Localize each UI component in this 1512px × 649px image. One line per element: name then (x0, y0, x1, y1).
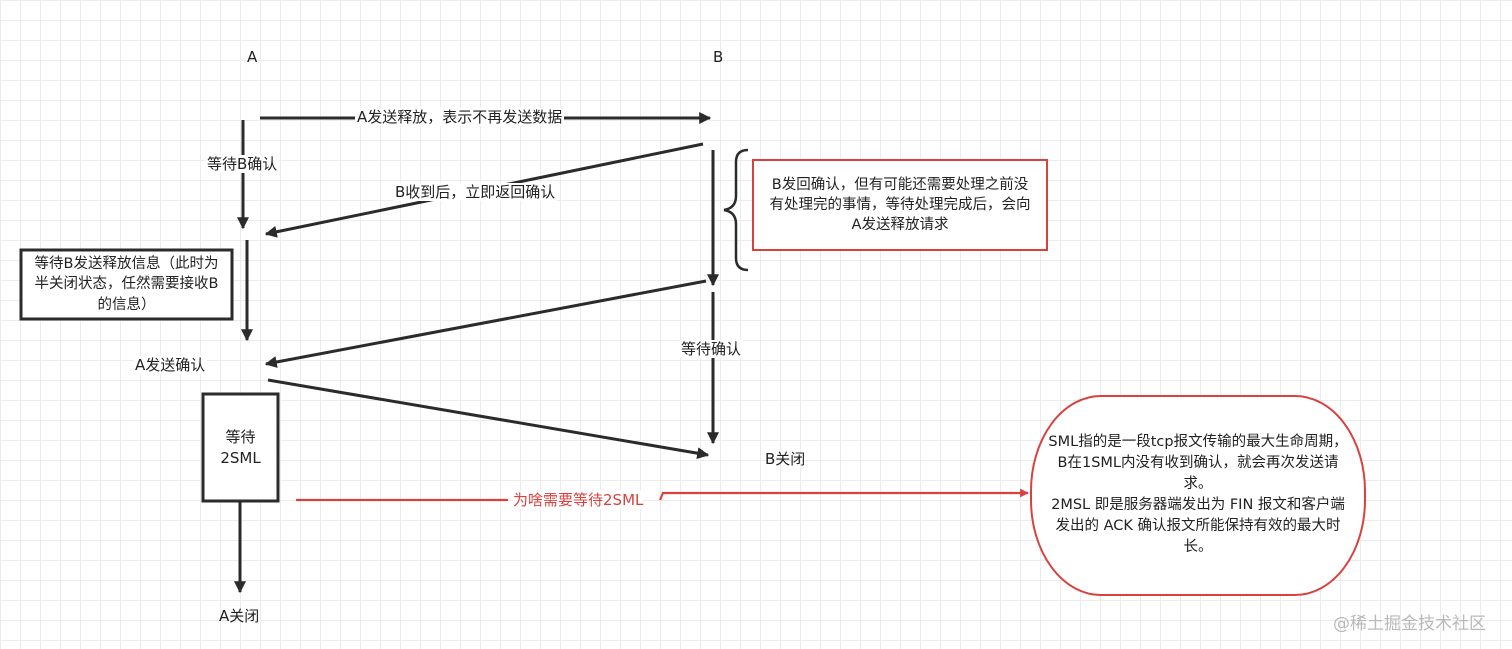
msl-note: SML指的是一段tcp报文传输的最大生命周期，B在1SML内没有收到确认，就会再… (1048, 433, 1348, 556)
message-a-send-ack: A发送确认 (133, 356, 208, 374)
arrow-b-release (264, 279, 707, 368)
actor-a-label: A (247, 48, 258, 66)
msl-note-shape (1030, 395, 1366, 596)
message-a-release: A发送释放，表示不再发送数据 (355, 108, 565, 126)
state-b-wait-ack: 等待确认 (679, 340, 744, 358)
message-b-ack-return: B收到后，立即返回确认 (393, 183, 558, 201)
state-b-closed: B关闭 (765, 450, 806, 468)
b-confirm-note-box (752, 159, 1048, 251)
a-half-close-note: 等待B发送释放信息（此时为半关闭状态，任然需要接收B的信息） (34, 256, 219, 313)
b-confirm-note: B发回确认，但有可能还需要处理之前没有处理完的事情，等待处理完成后，会向A发送释… (769, 176, 1031, 234)
state-a-closed: A关闭 (219, 607, 260, 625)
actor-b-label: B (713, 48, 724, 66)
arrow-a-final-ack (267, 378, 710, 460)
watermark: @稀土掘金技术社区 (1333, 614, 1486, 634)
curly-brace (723, 148, 749, 272)
a-half-close-note-box (19, 248, 234, 321)
arrow-why-2sml (296, 493, 1028, 500)
why-2sml-label: 为啥需要等待2SML (513, 491, 644, 509)
wait-2sml-text: 等待 2SML (220, 427, 261, 467)
state-wait-b-ack: 等待B确认 (205, 155, 280, 173)
wait-2sml-box (201, 392, 280, 503)
